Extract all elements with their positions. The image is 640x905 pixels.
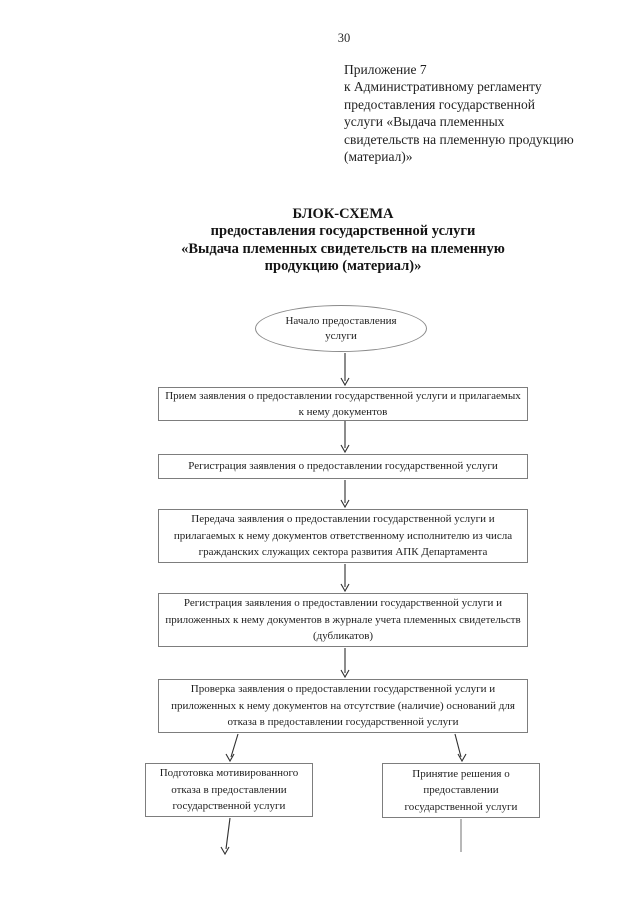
arrowhead-step0 [340, 377, 350, 387]
flowchart-step-receive-application: Прием заявления о предоставлении государ… [158, 387, 528, 421]
flowchart-step-register-application: Регистрация заявления о предоставлении г… [158, 454, 528, 479]
step-label: Передача заявления о предоставлении госу… [173, 513, 513, 559]
arrowhead-step3 [340, 583, 350, 593]
branch-label: Подготовка мотивированного отказа в пред… [159, 767, 299, 813]
flowchart-start-label: Начало предоставления услуги [285, 314, 397, 342]
arrow-step4-to-left-branch [230, 733, 239, 758]
flowchart-branch-refusal: Подготовка мотивированного отказа в пред… [145, 763, 313, 817]
arrowhead-right-branch [457, 753, 467, 763]
flowchart-start-ellipse: Начало предоставления услуги [255, 305, 427, 352]
flowchart-branch-approval: Принятие решения о предоставлении госуда… [382, 763, 540, 818]
arrowhead-left-branch-exit [220, 846, 230, 856]
arrow-left-branch-exit [225, 817, 231, 850]
arrowhead-step4 [340, 669, 350, 679]
page-title: БЛОК-СХЕМА предоставления государственно… [181, 206, 505, 275]
arrowhead-left-branch [225, 753, 235, 763]
arrowhead-step2 [340, 499, 350, 509]
step-label: Проверка заявления о предоставлении госу… [171, 683, 515, 729]
step-label: Регистрация заявления о предоставлении г… [165, 597, 521, 643]
branch-label: Принятие решения о предоставлении госуда… [404, 767, 518, 813]
page-number: 30 [337, 31, 351, 45]
arrow-step4-to-right-branch [454, 733, 462, 758]
arrowhead-step1 [340, 444, 350, 454]
flowchart-step-register-in-journal: Регистрация заявления о предоставлении г… [158, 593, 528, 647]
step-label: Регистрация заявления о предоставлении г… [188, 460, 498, 473]
appendix-header: Приложение 7 к Административному регламе… [344, 62, 574, 165]
step-label: Прием заявления о предоставлении государ… [165, 389, 521, 419]
flowchart-step-transfer-to-executor: Передача заявления о предоставлении госу… [158, 509, 528, 563]
flowchart-step-check-application: Проверка заявления о предоставлении госу… [158, 679, 528, 733]
